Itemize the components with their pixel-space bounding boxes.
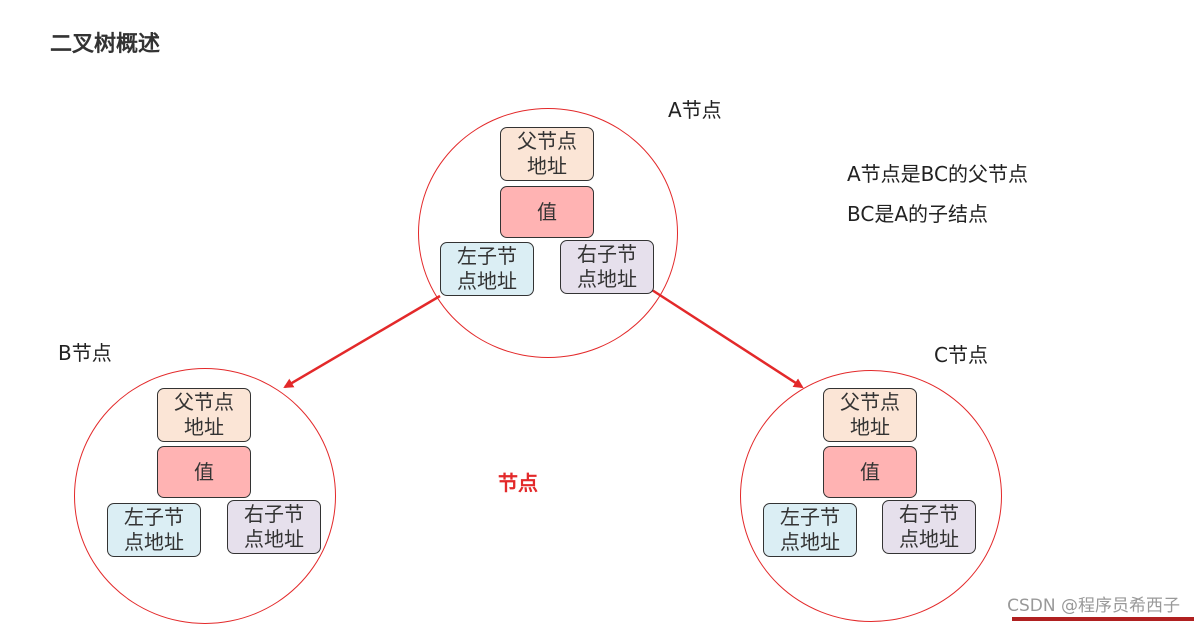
- node-a-parent-address: 父节点地址: [500, 127, 594, 181]
- node-c-left-child-address: 左子节点地址: [763, 503, 857, 557]
- watermark: CSDN @程序员希西子: [1007, 596, 1180, 616]
- note-child-relation: BC是A的子结点: [847, 202, 989, 226]
- bottom-bar: [1012, 617, 1194, 621]
- node-a-left-child-address: 左子节点地址: [440, 242, 534, 296]
- arrow-a-to-c: [651, 288, 804, 389]
- node-b-parent-address: 父节点地址: [157, 388, 251, 442]
- note-parent-relation: A节点是BC的父节点: [847, 162, 1029, 186]
- node-a-label: A节点: [668, 98, 722, 122]
- node-b-label: B节点: [58, 341, 112, 365]
- node-c-value: 值: [823, 446, 917, 498]
- node-c-parent-address: 父节点地址: [823, 388, 917, 442]
- node-a-circle: [418, 108, 678, 358]
- node-c-label: C节点: [934, 343, 988, 367]
- page-title: 二叉树概述: [50, 31, 161, 57]
- node-b-right-child-address: 右子节点地址: [227, 500, 321, 554]
- arrow-a-to-b: [283, 294, 441, 389]
- node-b-value: 值: [157, 446, 251, 498]
- node-b-left-child-address: 左子节点地址: [107, 503, 201, 557]
- node-c-right-child-address: 右子节点地址: [882, 500, 976, 554]
- node-a-value: 值: [500, 186, 594, 238]
- node-a-right-child-address: 右子节点地址: [560, 240, 654, 294]
- node-center-label: 节点: [498, 471, 538, 495]
